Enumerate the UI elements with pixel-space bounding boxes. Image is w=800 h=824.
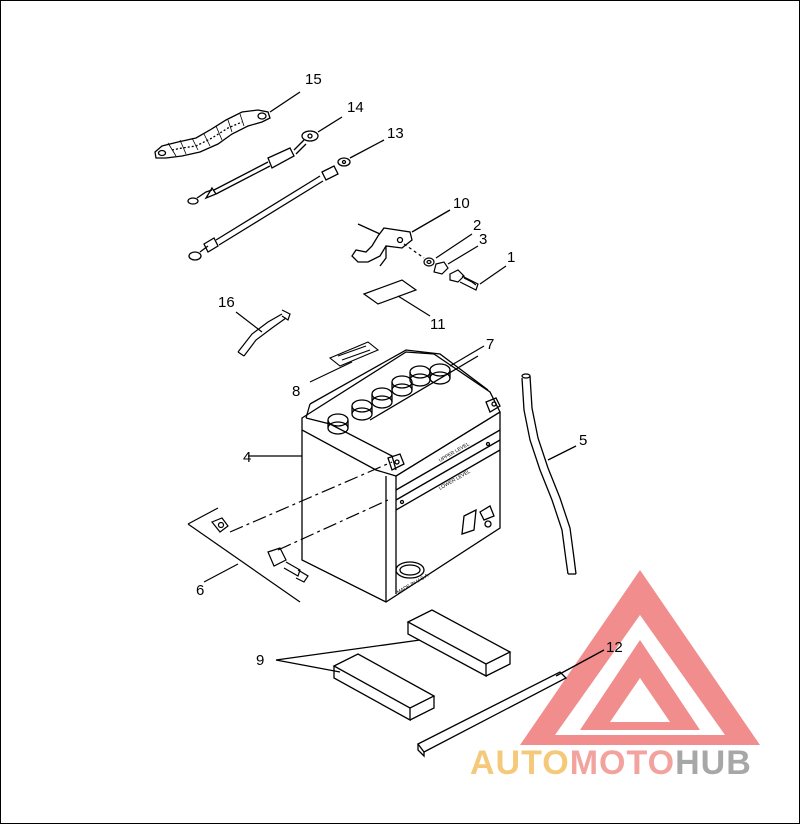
part-9-pads [275,609,512,722]
part-11-pad [362,279,431,317]
part-12-strip [417,649,605,758]
callout-5: 5 [579,432,587,449]
callout-8: 8 [292,383,300,400]
part-2-washer [403,233,473,267]
callout-7: 7 [486,336,494,353]
callout-14: 14 [347,99,364,116]
callout-3: 3 [479,231,487,248]
part-1-bolt [449,265,507,291]
part-5-vent-hose [521,373,577,575]
watermark-auto: AUTO [470,744,570,782]
battery-terminal-caps [327,363,451,435]
part-16-strap [235,309,291,357]
callout-16: 16 [218,294,235,311]
part-10-mounting-bracket [351,209,451,267]
part-13-battery-cable [188,139,385,261]
part-6-hold-down-hardware [187,461,393,603]
callout-4: 4 [243,449,251,466]
leader-7 [449,345,485,367]
callout-10: 10 [453,195,470,212]
watermark-moto: MOTO [570,744,675,782]
callout-15: 15 [305,71,322,88]
callout-1: 1 [507,249,515,266]
callout-11: 11 [430,316,446,333]
part-3-nut [433,245,479,275]
callout-6: 6 [196,582,204,599]
watermark-hub: HUB [675,744,752,782]
callout-12: 12 [606,639,623,656]
watermark-text: AUTOMOTOHUB [470,744,752,782]
part-4-battery [248,349,501,603]
part-15-ground-strap [154,91,301,159]
part-14-battery-cable [187,116,343,205]
callout-2: 2 [473,217,481,234]
part-8-label [309,341,380,383]
callout-9: 9 [256,652,264,669]
callout-13: 13 [387,125,404,142]
watermark-logo [520,570,760,745]
